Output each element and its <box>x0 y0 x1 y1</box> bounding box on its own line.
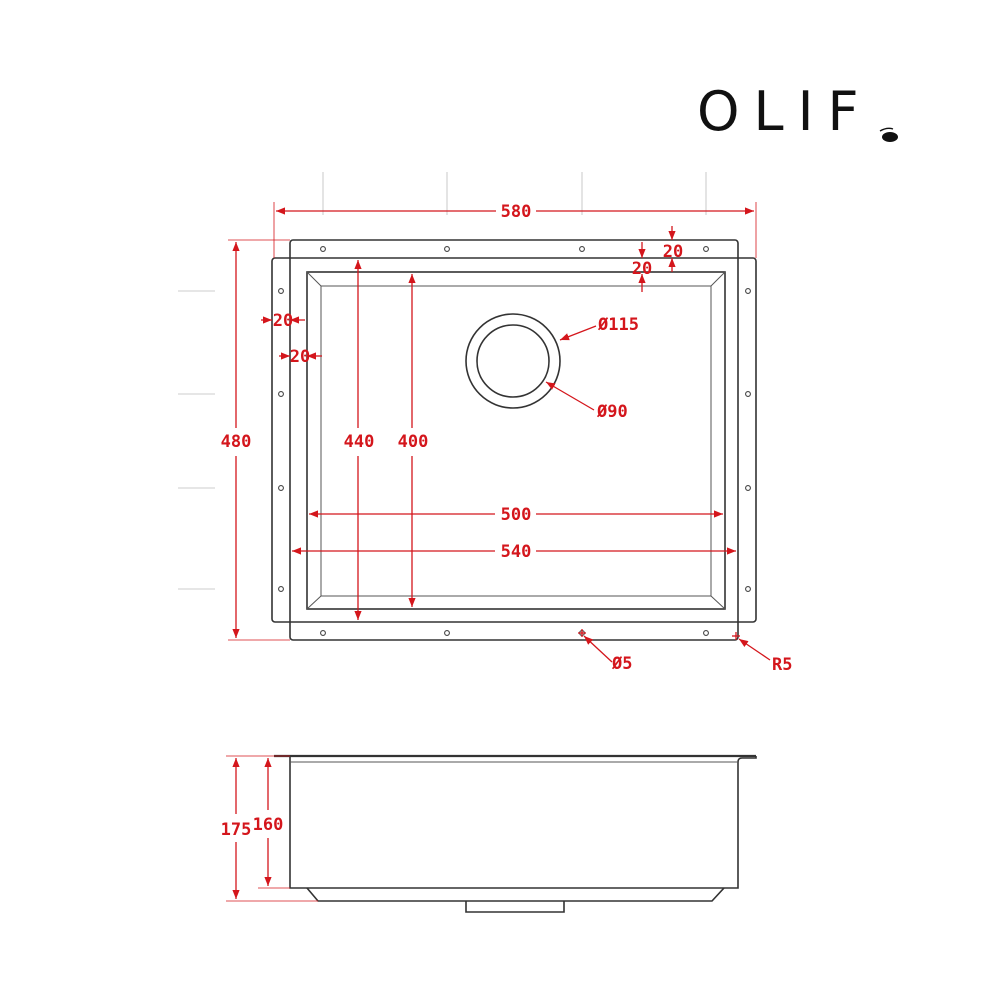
side-flange-outline <box>271 257 757 623</box>
brand-logo: OLIF <box>697 80 898 143</box>
dimension-480-label: 480 <box>221 432 252 452</box>
dimension-500: 500 <box>309 505 723 525</box>
drain-outer-label: Ø115 <box>597 315 639 335</box>
dimension-400: 400 <box>398 274 429 607</box>
dimension-160: 160 <box>253 758 290 889</box>
left-offset-inner-label: 20 <box>290 347 310 367</box>
left-offset-outer-label: 20 <box>273 311 293 331</box>
dimension-175-label: 175 <box>221 820 252 840</box>
dimension-580: 580 <box>273 202 757 258</box>
dimension-580-label: 580 <box>501 202 532 222</box>
dimension-top-offsets: 20 20 <box>632 226 683 292</box>
extension-ticks <box>178 172 707 590</box>
dimension-175: 175 <box>221 755 318 902</box>
side-view: 175 160 <box>221 754 757 913</box>
hole-diameter-label: Ø5 <box>611 654 632 674</box>
dimension-500-label: 500 <box>501 505 532 525</box>
corner-radius-label: R5 <box>772 655 792 675</box>
dimension-400-label: 400 <box>398 432 429 452</box>
outer-plate-outline <box>289 239 739 641</box>
dimension-left-offsets: 20 20 <box>261 311 322 367</box>
bowl-bottom-outline <box>320 285 712 597</box>
drain-inner-label: Ø90 <box>596 402 628 422</box>
dimension-540-label: 540 <box>501 542 532 562</box>
drain-inner-circle <box>476 324 550 398</box>
bowl-side-outline <box>289 756 757 889</box>
brand-name: OLIF <box>697 80 873 143</box>
bowl-bottom-profile <box>306 887 725 902</box>
bowl-bevels <box>306 271 726 610</box>
bowl-rim-outline <box>306 271 726 610</box>
dimension-480: 480 <box>221 239 290 641</box>
drain-outlet-profile <box>465 901 565 913</box>
dimension-440: 440 <box>344 260 375 620</box>
hole-and-radius-leaders: Ø5 R5 <box>578 629 792 675</box>
top-view: 580 480 440 400 500 <box>178 172 792 675</box>
top-offset-inner-label: 20 <box>632 259 652 279</box>
dimension-440-label: 440 <box>344 432 375 452</box>
dimension-540: 540 <box>292 542 736 562</box>
drain-leaders: Ø115 Ø90 <box>545 315 639 422</box>
dimension-160-label: 160 <box>253 815 284 835</box>
drain-outer-circle <box>465 313 561 409</box>
olive-icon <box>879 127 898 142</box>
top-offset-outer-label: 20 <box>663 242 683 262</box>
